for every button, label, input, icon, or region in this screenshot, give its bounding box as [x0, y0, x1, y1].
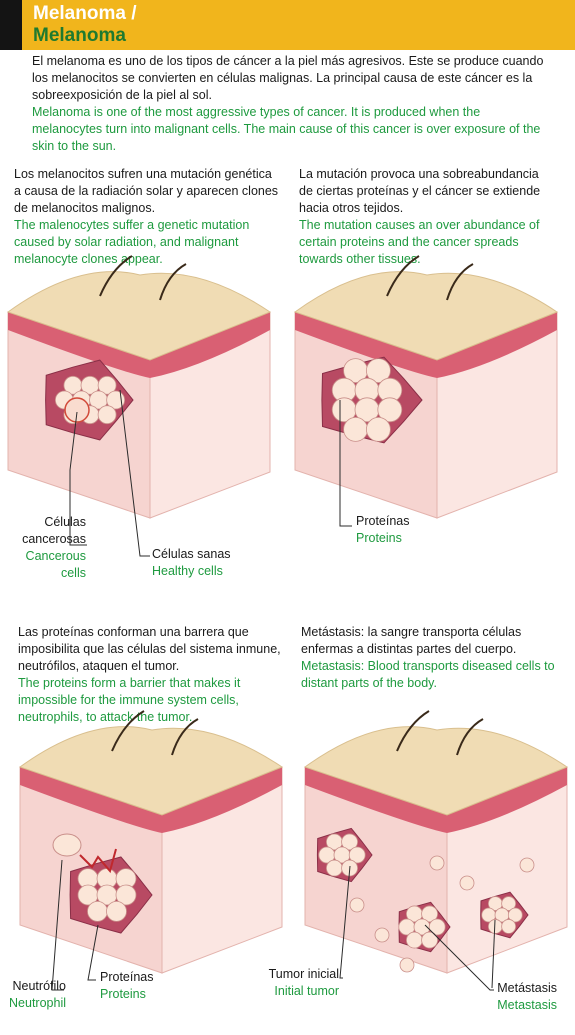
circulating-cell	[399, 957, 415, 973]
skin-cross-section-4	[303, 710, 569, 974]
tumor-cell	[366, 358, 391, 383]
label-initial-tumor: Tumor inicial Initial tumor	[269, 966, 339, 1000]
intro-spanish: El melanoma es uno de los tipos de cánce…	[32, 54, 544, 102]
circulating-cell	[374, 927, 390, 943]
panel-3-english: The proteins form a barrier that makes i…	[18, 676, 241, 724]
tumor-cell	[341, 833, 358, 851]
dermis-band-left-fill	[8, 312, 150, 378]
dermis-band-right	[162, 767, 282, 833]
skin-top-surface	[293, 271, 559, 361]
tumor-cell	[97, 375, 117, 395]
dermis-band-right	[437, 312, 557, 378]
panel-3-caption: Las proteínas conforman una barrera que …	[18, 624, 283, 726]
label-initial-tumor-es: Tumor inicial	[268, 967, 339, 981]
skin-cross-section-1	[6, 255, 272, 519]
title-banner-accent	[0, 0, 22, 50]
hair-strand	[171, 718, 199, 756]
label-proteins-2: Proteínas Proteins	[356, 513, 410, 547]
panel-1-spanish: Los melanocitos sufren una mutación gené…	[14, 167, 279, 215]
circulating-cell	[459, 875, 475, 891]
hair-strand	[456, 718, 484, 756]
panel-1-english: The malenocytes suffer a genetic mutatio…	[14, 218, 250, 266]
skin-cross-section-3	[18, 710, 284, 974]
tumor-cell	[366, 417, 391, 442]
label-proteins-2-es: Proteínas	[356, 514, 410, 528]
tumor-cell	[106, 390, 126, 410]
panel-3-spanish: Las proteínas conforman una barrera que …	[18, 625, 281, 673]
panel-1-caption: Los melanocitos sufren una mutación gené…	[14, 166, 279, 268]
skin-cross-section-2	[293, 255, 559, 519]
leader-healthy-cells	[119, 389, 150, 557]
page-title-spanish: Melanoma /	[33, 3, 137, 24]
dermis-band-right	[447, 767, 567, 833]
dermis-band-left-fill	[295, 312, 437, 378]
blocked-arrow	[79, 848, 117, 874]
tumor-cell	[377, 397, 403, 423]
panel-2-caption: La mutación provoca una sobreabundancia …	[299, 166, 549, 268]
tumor-cell	[428, 918, 446, 936]
label-neutrophil-en: Neutrophil	[9, 996, 66, 1010]
leader-proteins-2	[339, 400, 352, 527]
hair-strand	[159, 263, 187, 301]
hair-strand	[396, 710, 430, 752]
panel-4-spanish: Metástasis: la sangre transporta células…	[301, 625, 522, 656]
skin-top-surface	[303, 726, 569, 816]
tumor-cell	[501, 919, 517, 934]
tumor-cell	[421, 905, 439, 923]
panel-2-spanish: La mutación provoca una sobreabundancia …	[299, 167, 541, 215]
dermis-band-left-fill	[20, 767, 162, 833]
label-healthy-cells-es: Células sanas	[152, 547, 231, 561]
label-initial-tumor-en: Initial tumor	[274, 984, 339, 998]
hair-strand	[111, 710, 145, 752]
label-healthy-cells-en: Healthy cells	[152, 564, 223, 578]
skin-top-surface	[18, 726, 284, 816]
label-metastasis-es: Metástasis	[497, 981, 557, 995]
circulating-cell	[519, 857, 535, 873]
panel-4-english: Metastasis: Blood transports diseased ce…	[301, 659, 555, 690]
label-cancer-cells-en: Cancerous cells	[25, 549, 86, 580]
tumor-cell	[106, 900, 127, 922]
leader-metastasis-2	[491, 919, 496, 989]
label-healthy-cells: Células sanas Healthy cells	[152, 546, 231, 580]
leader-neutrophil	[51, 859, 64, 991]
label-proteins-2-en: Proteins	[356, 531, 402, 545]
cancer-cell-marked	[64, 397, 90, 423]
tumor-cell	[501, 896, 517, 911]
leader-proteins-3	[87, 924, 99, 981]
label-proteins-3-es: Proteínas	[100, 970, 154, 984]
intro-text: El melanoma es uno de los tipos de cánce…	[32, 53, 552, 155]
panel-2-english: The mutation causes an over abundance of…	[299, 218, 540, 266]
leader-metastasis-1	[424, 924, 494, 991]
circulating-cell	[429, 855, 445, 871]
tumor-cell	[97, 405, 117, 425]
leader-initial-tumor	[339, 865, 351, 979]
intro-english: Melanoma is one of the most aggressive t…	[32, 105, 541, 153]
hair-strand	[386, 255, 420, 297]
tumor-cell	[115, 884, 137, 906]
page-title-english: Melanoma	[33, 25, 126, 46]
label-proteins-3-en: Proteins	[100, 987, 146, 1001]
tumor-cell	[421, 931, 439, 949]
panel-4-caption: Metástasis: la sangre transporta células…	[301, 624, 561, 692]
hair-strand	[99, 255, 133, 297]
label-metastasis: Metástasis Metastasis	[497, 980, 557, 1014]
dermis-band-left-fill	[305, 767, 447, 833]
title-banner: Melanoma / Melanoma	[0, 0, 575, 50]
skin-top-surface	[6, 271, 272, 361]
circulating-cell	[349, 897, 365, 913]
tumor-cell	[348, 846, 366, 864]
tumor-cell	[507, 907, 523, 923]
dermis-band-right	[150, 312, 270, 378]
hair-strand	[446, 263, 474, 301]
label-proteins-3: Proteínas Proteins	[100, 969, 154, 1003]
neutrophil-cell	[52, 833, 82, 857]
leader-cancer-cells	[69, 411, 87, 546]
label-metastasis-en: Metastasis	[497, 998, 557, 1012]
